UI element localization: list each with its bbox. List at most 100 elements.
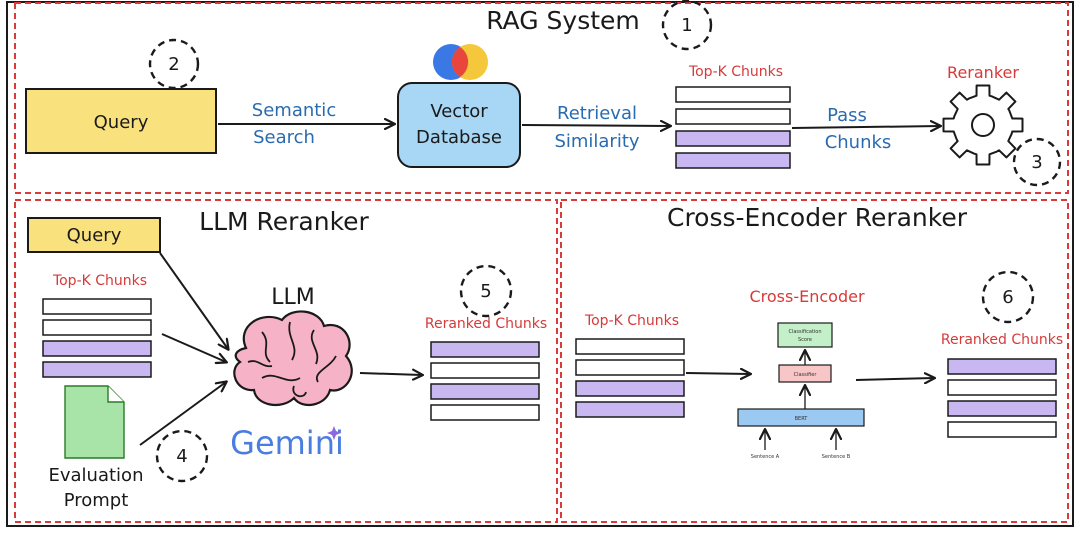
rag-topk-chunk-stack [675, 86, 791, 169]
chunk-white [575, 359, 685, 376]
chunk-purple [947, 400, 1057, 417]
cross-encoder-title: Cross-Encoder [749, 287, 864, 306]
chunk-purple [675, 130, 791, 147]
vector-db-rect [397, 82, 521, 168]
cross-topk-chunk-stack [575, 338, 685, 418]
classification-score-box: Classification Score [777, 322, 833, 348]
step-2-label: 2 [168, 54, 179, 75]
sentence-a-label: Sentence A [751, 454, 780, 460]
rag-query-label: Query [94, 112, 149, 133]
arrow-encoder-to-reranked [855, 378, 934, 380]
chunk-white [947, 421, 1057, 438]
pass-label-line2: Chunks [825, 132, 892, 153]
rag-section-border [14, 2, 1069, 194]
llm-section-border [14, 199, 558, 523]
step-3-marker: 3 [1012, 137, 1062, 187]
retrieval-label-line2: Similarity [554, 131, 639, 152]
step-2-marker: 2 [148, 38, 200, 90]
arrow-prompt-to-llm [139, 382, 226, 446]
cross-title: Cross-Encoder Reranker [667, 203, 968, 232]
step-1-marker: 1 [661, 0, 713, 51]
chunk-white [430, 404, 540, 421]
vector-db-line2: Database [416, 127, 502, 148]
classification-rect [777, 322, 833, 348]
arrow-llm-to-reranked [359, 373, 422, 375]
document-icon [64, 385, 125, 459]
vector-db-box: Vector Database [397, 82, 521, 168]
gemini-sparkle-icon [327, 426, 341, 440]
chunk-purple [430, 341, 540, 358]
logo-red-lens [451, 47, 469, 77]
sentence-b-label: Sentence B [822, 454, 851, 460]
step-5-circle [459, 264, 513, 318]
step-6-circle [981, 270, 1035, 324]
classification-line2: Score [798, 337, 812, 343]
llm-reranked-label: Reranked Chunks [425, 316, 547, 332]
chunk-white [675, 86, 791, 103]
bert-box: BERT [737, 408, 865, 427]
arrow-query-to-llm [159, 252, 228, 349]
gear-icon [942, 84, 1024, 166]
chunk-white [42, 298, 152, 315]
classification-line1: Classification [788, 329, 821, 335]
chunk-purple [575, 401, 685, 418]
llm-topk-label: Top-K Chunks [52, 273, 147, 289]
retrieval-label-line1: Retrieval [557, 103, 637, 124]
llm-query-label: Query [67, 225, 122, 246]
classifier-box: Classifier [778, 364, 832, 383]
chunk-purple [430, 383, 540, 400]
vector-db-logo-icon [433, 44, 488, 80]
chunk-purple [675, 152, 791, 169]
llm-query-box: Query [27, 217, 161, 253]
brain-folds [247, 321, 337, 398]
chunk-white [575, 338, 685, 355]
arrow-chunks-to-encoder [685, 373, 750, 374]
chunk-purple [575, 380, 685, 397]
llm-topk-chunk-stack [42, 298, 152, 378]
cross-reranked-chunk-stack [947, 358, 1057, 438]
llm-title: LLM Reranker [199, 207, 369, 236]
step-1-label: 1 [681, 15, 692, 36]
bert-label: BERT [795, 416, 809, 422]
document-body [64, 385, 125, 459]
gemini-logo-icon: Gemini [230, 424, 344, 462]
llm-reranked-chunk-stack [430, 341, 540, 421]
bert-rect [737, 408, 865, 427]
cross-reranked-label: Reranked Chunks [941, 332, 1063, 348]
chunk-white [42, 319, 152, 336]
llm-label: LLM [271, 285, 315, 310]
chunk-purple [42, 340, 152, 357]
chunk-white [675, 108, 791, 125]
step-3-circle [1012, 137, 1062, 187]
classifier-label: Classifier [794, 372, 818, 378]
chunk-white [430, 362, 540, 379]
step-6-label: 6 [1002, 287, 1013, 308]
vector-db-line1: Vector [430, 101, 488, 122]
cross-topk-label: Top-K Chunks [584, 313, 679, 329]
arrow-chunks-to-llm [161, 333, 226, 362]
arrow-db-to-chunks [521, 125, 670, 126]
rag-query-rect [25, 88, 217, 154]
eval-prompt-line2: Prompt [64, 490, 129, 511]
gear-hole [971, 113, 995, 137]
cross-section-border [560, 199, 1069, 523]
llm-query-rect [27, 217, 161, 253]
step-4-marker: 4 [155, 429, 209, 483]
arrow-chunks-to-reranker [791, 126, 940, 128]
rag-topk-label: Top-K Chunks [688, 64, 783, 80]
semantic-label-line1: Semantic [252, 100, 336, 121]
semantic-label-line2: Search [253, 127, 315, 148]
pass-label-line1: Pass [827, 105, 867, 126]
chunk-purple [42, 361, 152, 378]
rag-title: RAG System [486, 6, 640, 35]
step-6-marker: 6 [981, 270, 1035, 324]
chunk-purple [947, 358, 1057, 375]
step-4-circle [155, 429, 209, 483]
step-3-label: 3 [1031, 152, 1042, 173]
eval-prompt-line1: Evaluation [49, 465, 144, 486]
step-5-marker: 5 [459, 264, 513, 318]
classifier-rect [778, 364, 832, 383]
step-1-circle [661, 0, 713, 51]
